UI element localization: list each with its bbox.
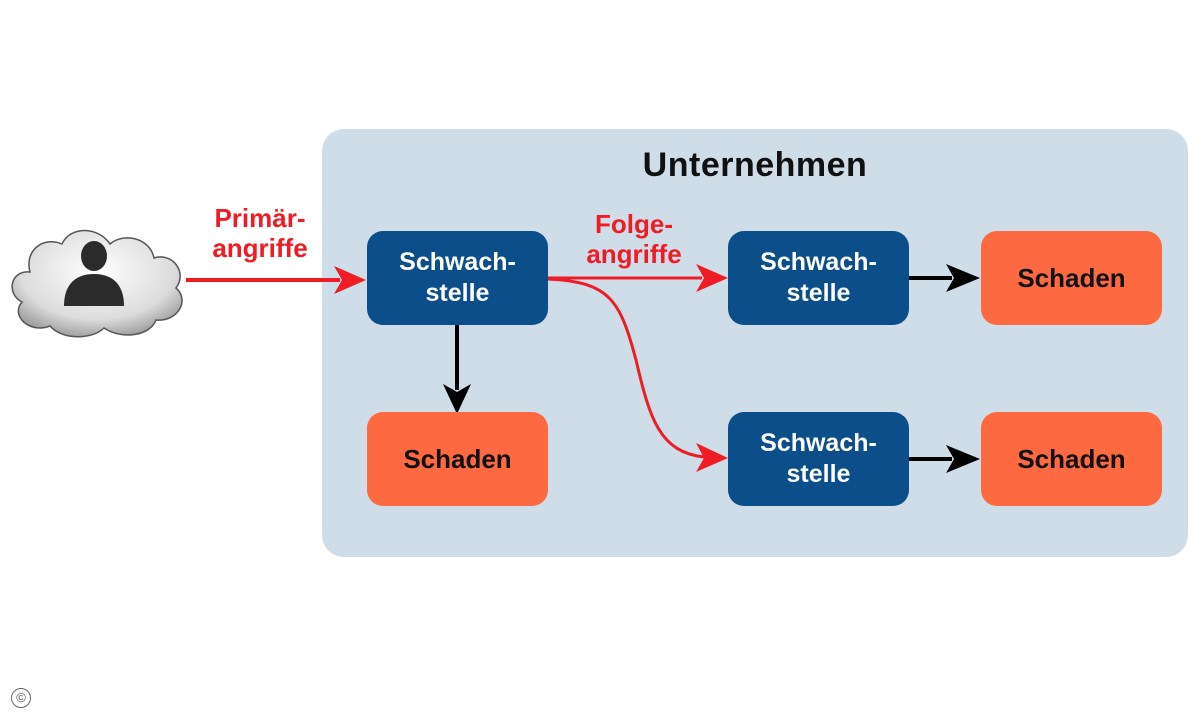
damage-node-top-right: Schaden — [981, 231, 1162, 325]
damage-node-bottom-right: Schaden — [981, 412, 1162, 506]
follow-attack-label-line2: angriffe — [586, 239, 682, 269]
dependency-arrow-top-right-damage — [908, 264, 980, 292]
vulnerability-node-bottom-right-line2: stelle — [786, 460, 851, 488]
vulnerability-node-top-right-line1: Schwach- — [760, 248, 877, 276]
primary-attack-arrow — [186, 266, 366, 294]
vulnerability-node-bottom-right: Schwach- stelle — [728, 412, 909, 506]
primary-attack-label: Primär- angriffe — [200, 203, 320, 263]
damage-node-left: Schaden — [367, 412, 548, 506]
company-title: Unternehmen — [642, 146, 868, 184]
damage-node-bottom-right-label: Schaden — [1017, 443, 1126, 474]
follow-attack-label-line1: Folge- — [595, 209, 673, 239]
dependency-arrow-left-damage — [443, 322, 471, 414]
dependency-arrow-bottom-right-damage — [908, 445, 980, 473]
damage-node-top-right-label: Schaden — [1017, 262, 1126, 293]
copyright-icon: © — [11, 688, 31, 708]
follow-attack-label: Folge- angriffe — [566, 209, 702, 269]
vulnerability-node-top-right: Schwach- stelle — [728, 231, 909, 325]
primary-attack-label-line1: Primär- — [214, 203, 306, 233]
follow-attack-arrow-bottom — [547, 277, 728, 472]
vulnerability-node-top-right-line2: stelle — [786, 279, 851, 307]
hacker-icon — [11, 229, 183, 338]
vulnerability-node-main: Schwach- stelle — [367, 231, 548, 325]
vulnerability-node-bottom-right-line1: Schwach- — [760, 429, 877, 457]
vulnerability-node-main-line2: stelle — [425, 279, 490, 307]
damage-node-left-label: Schaden — [403, 443, 512, 474]
primary-attack-label-line2: angriffe — [212, 233, 308, 263]
vulnerability-node-main-line1: Schwach- — [399, 248, 516, 276]
attacker-cloud-icon — [0, 212, 190, 342]
follow-attack-arrow-top — [548, 264, 728, 292]
